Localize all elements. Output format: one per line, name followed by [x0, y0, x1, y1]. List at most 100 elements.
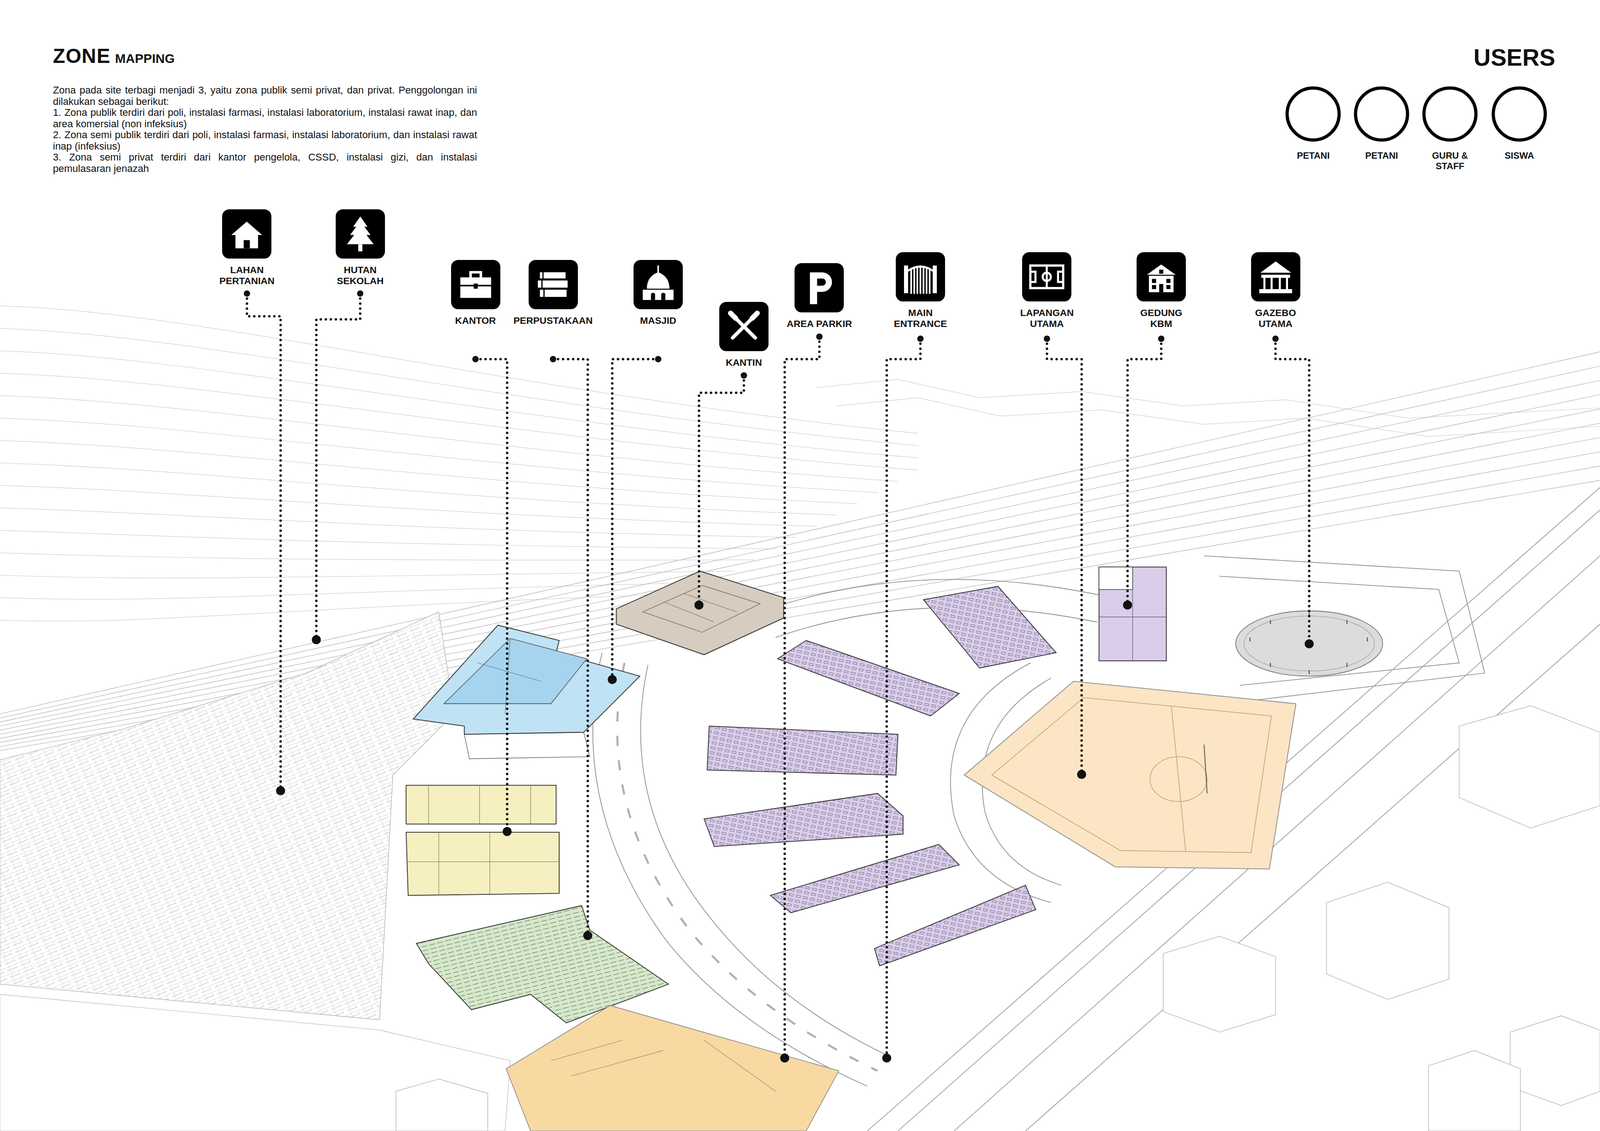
user-circle-shape — [1284, 85, 1342, 143]
zone-icon-shape — [1251, 252, 1301, 302]
lapangan-field — [964, 681, 1296, 869]
zone-icon: LAPANGAN UTAMA — [1020, 252, 1074, 330]
zone-label: LAHAN PERTANIAN — [219, 264, 275, 287]
icon-tile — [1251, 252, 1301, 302]
user-ring — [1493, 88, 1546, 141]
leader-end-dot — [311, 635, 322, 645]
icon-tile — [719, 301, 769, 352]
farmland — [0, 612, 455, 1020]
leader-line — [316, 293, 361, 640]
leader-line — [612, 359, 659, 680]
icon-glyph — [346, 216, 374, 245]
leader-line — [699, 375, 744, 605]
icon-tile — [794, 263, 844, 313]
leader-line — [784, 336, 820, 1059]
zone-label: AREA PARKIR — [786, 318, 853, 330]
zone-icon: GEDUNG KBM — [1136, 252, 1186, 330]
leader-start-dot — [816, 333, 823, 340]
zone-icon: KANTIN — [719, 301, 769, 369]
leader-start-dot — [1043, 335, 1050, 343]
icon-glyph — [1158, 269, 1164, 274]
icon-glyph — [358, 244, 363, 252]
user-label: PETANI — [1296, 150, 1330, 162]
leader-line — [1127, 338, 1162, 606]
user-label: GURU & STAFF — [1428, 150, 1471, 172]
zone-icon-shape — [222, 209, 272, 259]
masjid-building — [413, 625, 640, 759]
leader-line — [553, 359, 588, 936]
kantor-building — [405, 785, 560, 896]
icon-tile — [895, 252, 946, 302]
icon-glyph — [646, 272, 670, 289]
zone-icon: PERPUSTAKAAN — [513, 259, 593, 327]
leader-end-dot — [1076, 769, 1086, 780]
zone-icon: LAHAN PERTANIAN — [219, 209, 275, 287]
icon-glyph — [657, 266, 659, 273]
icon-glyph — [1261, 274, 1290, 278]
zone-icon-shape — [1022, 252, 1072, 302]
user-circle: SISWA — [1490, 85, 1548, 162]
icon-glyph — [470, 272, 481, 278]
leader-start-dot — [1272, 335, 1279, 343]
leader-start-dot — [472, 356, 479, 363]
icon-glyph — [539, 272, 566, 279]
leader-start-dot — [243, 290, 250, 297]
zone-note: 2. Zona semi publik terdiri dari poli, i… — [52, 129, 478, 152]
zone-label: MASJID — [639, 315, 676, 327]
user-circle: PETANI — [1353, 85, 1410, 162]
main-road — [867, 487, 1600, 1131]
leader-end-dot — [1122, 600, 1133, 610]
leader-end-dot — [1304, 639, 1314, 649]
zone-icon: AREA PARKIR — [786, 263, 853, 330]
icon-glyph — [810, 272, 832, 305]
user-label: SISWA — [1504, 150, 1534, 162]
icon-tile — [633, 259, 683, 310]
zone-icon-shape — [335, 209, 385, 259]
title-row: ZONEMAPPING — [52, 44, 175, 68]
icon-glyph — [642, 290, 674, 301]
leader-start-dot — [357, 290, 364, 297]
icon-tile — [1022, 252, 1072, 302]
leader-end-dot — [779, 1053, 790, 1063]
leader-end-dot — [583, 931, 593, 941]
leader-start-dot — [654, 356, 662, 363]
user-circle-shape — [1353, 85, 1410, 143]
leader-end-dot — [882, 1053, 892, 1063]
icon-tile — [528, 259, 578, 310]
parking-area — [506, 1005, 839, 1131]
icon-glyph — [1259, 289, 1293, 294]
user-circle-shape — [1421, 85, 1479, 143]
user-label: PETANI — [1365, 150, 1398, 162]
leader-start-dot — [1158, 335, 1165, 343]
icon-glyph — [1146, 264, 1176, 276]
leader-start-dot — [740, 372, 748, 379]
users-heading: USERS — [1473, 43, 1556, 72]
icon-glyph — [1030, 271, 1064, 282]
ridge-band — [0, 352, 1600, 751]
zone-icon: MASJID — [633, 259, 683, 327]
icon-glyph — [231, 221, 263, 249]
icon-glyph — [1260, 261, 1292, 273]
leader-end-dot — [607, 675, 617, 685]
icon-glyph — [1148, 275, 1174, 292]
icon-tile — [451, 259, 501, 310]
icon-glyph — [1030, 265, 1064, 289]
leader-end-dot — [275, 786, 286, 796]
zone-icon-shape — [1136, 252, 1186, 302]
zone-note: Zona pada site terbagi menjadi 3, yaitu … — [52, 84, 478, 108]
leader-end-dot — [694, 600, 704, 610]
road-markings — [617, 663, 878, 1071]
zone-icon-shape — [633, 259, 683, 310]
icon-tile — [222, 209, 272, 259]
icon-glyph — [730, 313, 758, 319]
zone-note: 3. Zona semi privat terdiri dari kantor … — [52, 151, 478, 175]
icon-glyph — [244, 239, 251, 249]
leader-end-dot — [502, 826, 512, 837]
icon-glyph — [541, 272, 545, 297]
icon-glyph — [473, 283, 478, 289]
title-suffix: MAPPING — [114, 51, 175, 67]
zone-label: GAZEBO UTAMA — [1255, 307, 1297, 330]
zone-icon: MAIN ENTRANCE — [893, 252, 948, 330]
icon-glyph — [903, 265, 937, 294]
